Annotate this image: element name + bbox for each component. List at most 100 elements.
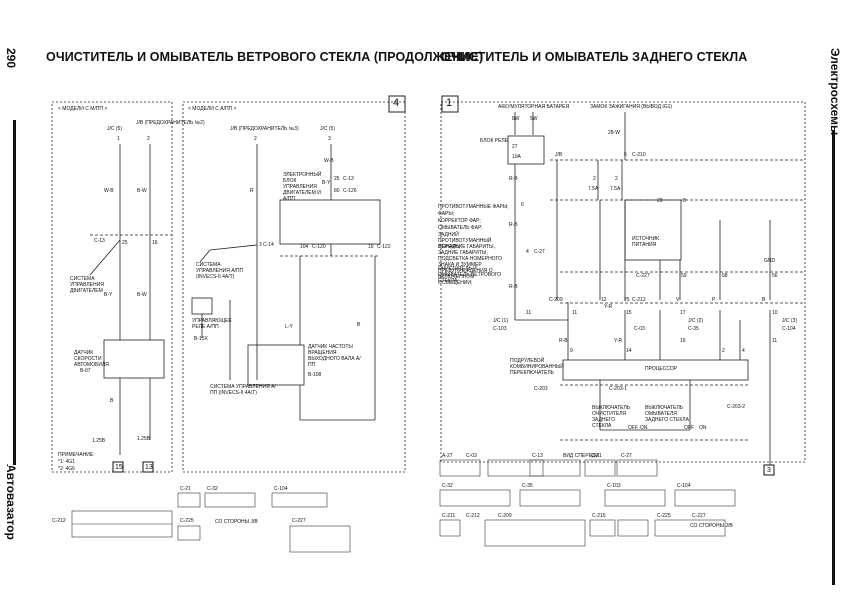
conn-jc2: J/C (2) — [688, 318, 703, 324]
pin-11b: 11 — [772, 338, 778, 344]
list-item-5: ПЕРЕДНИЕ ГАБАРИТЫ, ЗАДНИЕ ГАБАРИТЫ, ПОДС… — [438, 244, 502, 286]
fuse-27: 27 — [512, 144, 518, 150]
label-ignition: ЗАМОК ЗАЖИГАНИЯ (ВЫВОД IG1) — [590, 104, 673, 110]
label-jc5a: J/C (5) — [107, 126, 122, 132]
conn-c2031: C-203-1 — [609, 386, 628, 392]
wire-by: B-Y — [322, 180, 331, 186]
conn-c27: C-27 — [534, 249, 545, 255]
fuse-2b: 2 — [615, 176, 618, 182]
conn-c120: C-120 — [312, 244, 326, 250]
fuse-10a: 10A — [512, 154, 521, 160]
left-margin — [8, 86, 16, 466]
wire-bw: B-W — [137, 188, 147, 194]
conn-c227-r: C-227 — [636, 273, 650, 279]
list-item-2: КОРРЕКТОР ФАР; — [438, 218, 481, 224]
conn-c209: C-209 — [549, 297, 563, 303]
pin-80: 80 — [334, 188, 340, 194]
label-sys-at2: СИСТЕМА УПРАВЛЕНИЯ А/ПП (INVECS-II 4A/T) — [210, 384, 276, 396]
box-rear-wiper — [440, 101, 806, 463]
conn-c215-r: C-215 — [592, 513, 606, 519]
note-title: ПРИМЕЧАНИЕ: — [58, 452, 95, 458]
pin-4: 4 — [526, 249, 529, 255]
conn-c122: C-122 — [377, 244, 391, 250]
conn-c210: C-210 — [632, 152, 646, 158]
conn-c14: C-14 — [263, 242, 274, 248]
switch-off-1: OFF — [628, 425, 638, 431]
pin-20: 20 — [657, 198, 663, 204]
conn-c104-r: C-104 — [782, 326, 796, 332]
conn-c13b: C-13 — [94, 238, 105, 244]
left-margin-bar — [13, 120, 16, 465]
pin-16b: 16 — [368, 244, 374, 250]
conn-c104-r2: C-104 — [677, 483, 691, 489]
conn-c126: C-126 — [343, 188, 357, 194]
box-number-4 — [388, 95, 406, 113]
wire-125b-b: 1.25B — [137, 436, 151, 442]
box-number-1 — [441, 95, 459, 113]
wire-rb3: R-B — [509, 284, 518, 290]
wire-rb2: R-B — [509, 222, 518, 228]
pin-11: 11 — [526, 310, 532, 316]
right-margin-bar — [832, 130, 835, 585]
pin-16r: 16 — [680, 338, 686, 344]
conn-c212-l: C-212 — [52, 518, 66, 524]
wire-bw2: B-W — [137, 292, 147, 298]
wire-wb: W-B — [104, 188, 114, 194]
wire-wb2: W-B — [324, 158, 334, 164]
wire-b-r: B — [762, 297, 766, 303]
note-1: *1: 4G1 — [58, 459, 75, 465]
conn-c225-l: C-225 — [180, 518, 194, 524]
label-combo-switch: ПОДРУЛЕВОЙ КОМБИНИРОВАННЫЙ ПЕРЕКЛЮЧАТЕЛЬ — [510, 358, 564, 376]
wire-rb: R-B — [509, 176, 518, 182]
pin-d: 3 — [328, 136, 331, 142]
pin-11c: 11 — [572, 310, 578, 316]
pin-b: 2 — [147, 136, 150, 142]
pin-a: 1 — [117, 136, 120, 142]
pin-6b: 6 — [521, 202, 524, 208]
conn-a27: A-27 — [442, 453, 453, 459]
label-gnd: GND — [764, 258, 776, 264]
pin-10: 10 — [772, 310, 778, 316]
label-jb: J/B — [555, 152, 563, 158]
label-speed-sensor: ДАТЧИК СКОРОСТИ АВТОМОБИЛЯ — [74, 350, 109, 368]
conn-c13: C-13 — [343, 176, 354, 182]
conn-c104-l: C-104 — [274, 486, 288, 492]
ground-3: 3 — [767, 467, 771, 474]
wire-ly: L-Y — [285, 324, 293, 330]
conn-c211-r: C-211 — [442, 513, 456, 519]
pin-2: 2 — [722, 348, 725, 354]
conn-c32-r: C-32 — [442, 483, 453, 489]
pin-59: 59 — [681, 273, 687, 279]
pin-c: 2 — [254, 136, 257, 142]
box-1-label: 1 — [446, 97, 453, 109]
pin-56: 56 — [772, 273, 778, 279]
pin-17: 17 — [680, 310, 686, 316]
conn-c227-r2: C-227 — [692, 513, 706, 519]
conn-c103: C-103 — [493, 326, 507, 332]
conn-b15x: B-15X — [194, 336, 208, 342]
label-models-at: < МОДЕЛИ С А/ПП > — [188, 106, 237, 112]
conn-c227-l: C-227 — [292, 518, 306, 524]
pin-25: 25 — [122, 240, 128, 246]
wire-r: R — [250, 188, 254, 194]
conn-c35: C-35 — [688, 326, 699, 332]
label-sys-at: СИСТЕМА УПРАВЛЕНИЯ А/ПП (INVECS-II 4A/T) — [196, 262, 244, 280]
conn-c21-l: C-21 — [180, 486, 191, 492]
conn-c03-b: C-03 — [466, 453, 477, 459]
pin-8: 8 — [683, 198, 686, 204]
label-wiper-switch: ВЫКЛЮЧАТЕЛЬ ОЧИСТИТЕЛЯ ЗАДНЕГО СТЕКЛА — [592, 405, 631, 429]
conn-c212-r: C-212 — [632, 297, 646, 303]
pin-15: 15 — [626, 310, 632, 316]
conn-c2032: C-203-2 — [727, 404, 746, 410]
label-relay-block: БЛОК РЕЛЕ — [480, 138, 509, 144]
list-item-6: ОЧИСТИТЕЛЬ И ОМЫВАТЕЛЬ ВЕТРОВОГО СТЕКЛА — [438, 266, 502, 284]
conn-b108: B-108 — [308, 372, 322, 378]
label-relay-at: УПРАВЛЯЮЩЕЕ РЕЛЕ А/ПП — [192, 318, 232, 330]
list-item-4: ЗАДНИЙ ПРОТИВОТУМАННЫЙ ФОНАРЬ; — [438, 232, 492, 250]
wire-5w: 5W — [530, 116, 538, 122]
fuse-75a: 7.5A — [588, 186, 599, 192]
right-title: ОЧИСТИТЕЛЬ И ОМЫВАТЕЛЬ ЗАДНЕГО СТЕКЛА — [441, 50, 748, 64]
wire-125b: 1.25B — [92, 438, 106, 444]
list-item-3: ОМЫВАТЕЛЬ ФАР; — [438, 225, 483, 231]
label-jc5b: J/C (5) — [320, 126, 335, 132]
